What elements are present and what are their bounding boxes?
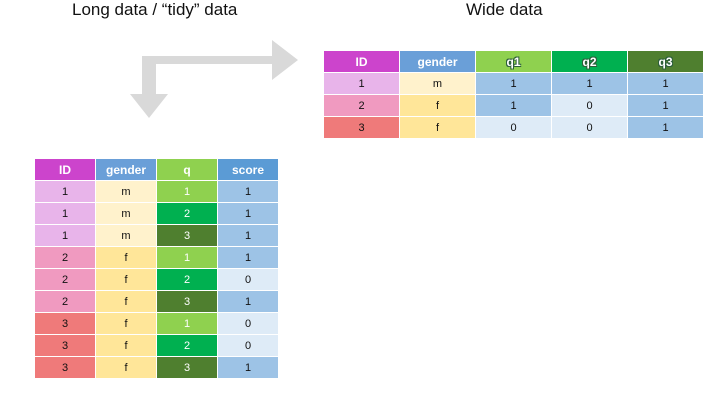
table-row: 2 f 1 1 [34,246,279,269]
table-row: 1 m 3 1 [34,224,279,247]
long-header-row: ID gender q score [34,158,279,181]
wide-cell-gender: f [399,94,476,117]
long-cell-score: 0 [217,268,279,291]
long-cell-gender: f [95,268,157,291]
long-header-score: score [217,158,279,181]
table-row: 2 f 1 0 1 [323,94,704,117]
wide-title-text: Wide data [466,0,543,19]
long-cell-score: 1 [217,180,279,203]
long-cell-gender: f [95,246,157,269]
long-cell-score: 1 [217,202,279,225]
long-cell-q: 1 [156,246,218,269]
wide-header-q2: q2 [551,50,628,73]
long-header-id: ID [34,158,96,181]
long-cell-id: 2 [34,268,96,291]
long-cell-id: 3 [34,356,96,379]
wide-cell-gender: m [399,72,476,95]
long-cell-q: 2 [156,268,218,291]
long-cell-gender: f [95,312,157,335]
table-row: 3 f 1 0 [34,312,279,335]
long-cell-gender: m [95,202,157,225]
table-row: 3 f 3 1 [34,356,279,379]
wide-header-q3: q3 [627,50,704,73]
long-cell-gender: f [95,356,157,379]
wide-cell-q2: 1 [551,72,628,95]
wide-header-id: ID [323,50,400,73]
wide-header-gender: gender [399,50,476,73]
long-cell-score: 1 [217,290,279,313]
wide-header-row: ID gender q1 q2 q3 [323,50,704,73]
long-header-q: q [156,158,218,181]
long-cell-id: 1 [34,202,96,225]
wide-cell-q1: 1 [475,72,552,95]
long-cell-q: 3 [156,224,218,247]
long-cell-q: 3 [156,290,218,313]
table-row: 1 m 1 1 1 [323,72,704,95]
table-row: 2 f 2 0 [34,268,279,291]
table-row: 2 f 3 1 [34,290,279,313]
wide-cell-q3: 1 [627,72,704,95]
long-cell-id: 1 [34,224,96,247]
long-cell-q: 1 [156,312,218,335]
long-cell-q: 2 [156,202,218,225]
long-cell-id: 2 [34,246,96,269]
wide-header-q1: q1 [475,50,552,73]
table-row: 3 f 2 0 [34,334,279,357]
wide-data-table: ID gender q1 q2 q3 1 m 1 1 1 2 f 1 0 1 3… [323,50,704,139]
long-cell-score: 1 [217,356,279,379]
long-cell-id: 3 [34,334,96,357]
table-row: 1 m 2 1 [34,202,279,225]
long-cell-gender: f [95,290,157,313]
long-cell-score: 0 [217,312,279,335]
long-cell-q: 1 [156,180,218,203]
long-cell-id: 1 [34,180,96,203]
long-cell-score: 1 [217,224,279,247]
long-cell-id: 3 [34,312,96,335]
wide-cell-q2: 0 [551,94,628,117]
wide-cell-q1: 1 [475,94,552,117]
table-row: 3 f 0 0 1 [323,116,704,139]
long-title-text: Long data / “tidy” data [72,0,238,19]
long-cell-score: 1 [217,246,279,269]
long-cell-score: 0 [217,334,279,357]
wide-cell-q3: 1 [627,116,704,139]
wide-cell-id: 1 [323,72,400,95]
long-cell-id: 2 [34,290,96,313]
long-cell-gender: m [95,180,157,203]
wide-cell-q2: 0 [551,116,628,139]
wide-cell-q1: 0 [475,116,552,139]
long-cell-q: 2 [156,334,218,357]
table-row: 1 m 1 1 [34,180,279,203]
long-data-table: ID gender q score 1 m 1 1 1 m 2 1 1 m 3 … [34,158,279,379]
wide-cell-q3: 1 [627,94,704,117]
wide-cell-id: 2 [323,94,400,117]
long-cell-gender: m [95,224,157,247]
long-cell-q: 3 [156,356,218,379]
wide-cell-gender: f [399,116,476,139]
long-header-gender: gender [95,158,157,181]
wide-cell-id: 3 [323,116,400,139]
long-cell-gender: f [95,334,157,357]
